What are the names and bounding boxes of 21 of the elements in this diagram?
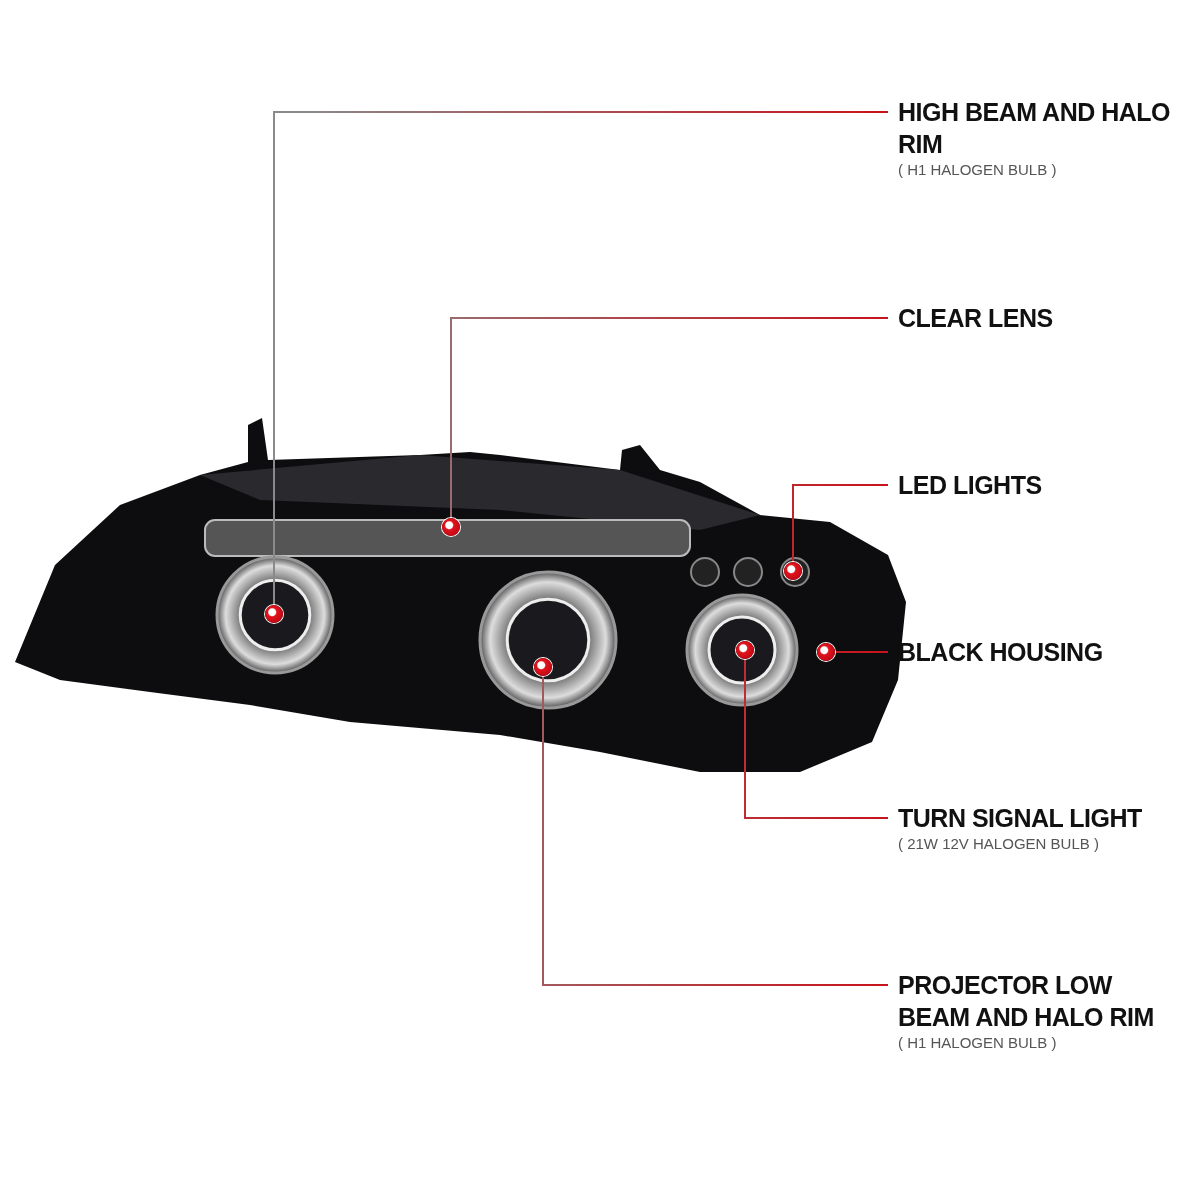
marker-dot	[265, 605, 283, 623]
bulb-spec-note: ( 21W 12V HALOGEN BULB )	[898, 834, 1100, 854]
part-label: PROJECTOR LOW BEAM AND HALO RIM	[898, 970, 1155, 1033]
leader-line	[834, 651, 889, 653]
part-label: CLEAR LENS	[898, 303, 1054, 334]
marker-dot	[534, 658, 552, 676]
leader-line	[542, 675, 889, 986]
bulb-spec-note: ( H1 HALOGEN BULB )	[898, 160, 1058, 180]
marker-dot	[784, 562, 802, 580]
marker-dot	[817, 643, 835, 661]
part-label: BLACK HOUSING	[898, 637, 1104, 668]
part-label: LED LIGHTS	[898, 470, 1043, 501]
marker-dot	[736, 641, 754, 659]
leader-line	[450, 317, 889, 519]
leader-line	[792, 484, 889, 563]
part-label: HIGH BEAM AND HALO RIM	[898, 97, 1171, 160]
bulb-spec-note: ( H1 HALOGEN BULB )	[898, 1033, 1058, 1053]
leader-line	[744, 658, 889, 819]
leader-line	[273, 111, 889, 606]
part-label: TURN SIGNAL LIGHT	[898, 803, 1143, 834]
marker-dot	[442, 518, 460, 536]
